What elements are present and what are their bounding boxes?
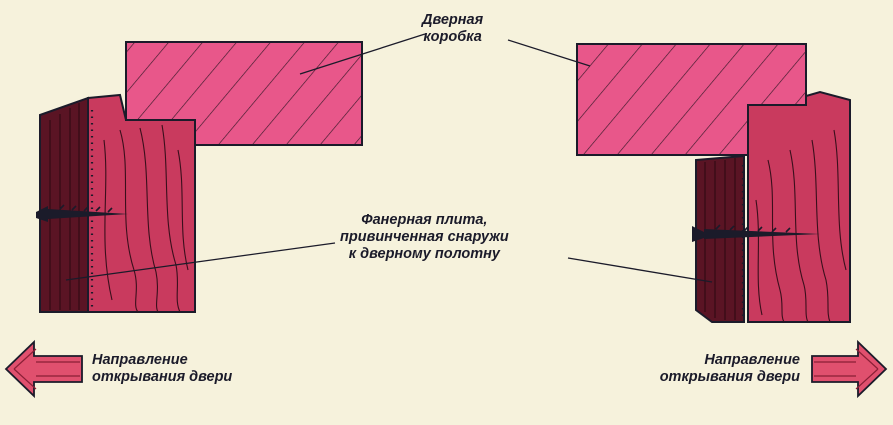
right-door-leaf bbox=[747, 90, 851, 323]
leader-lines bbox=[65, 33, 713, 283]
left-door-grain bbox=[103, 124, 189, 313]
right-door-grain bbox=[755, 129, 847, 323]
label-direction-left: Направление открывания двери bbox=[92, 352, 233, 385]
arrow-left-icon bbox=[4, 339, 83, 399]
label-direction-right: Направление открывания двери bbox=[659, 352, 800, 385]
left-door-leaf bbox=[87, 93, 196, 313]
leader-frame-right bbox=[507, 39, 591, 67]
arrow-right-icon bbox=[811, 339, 888, 399]
leader-frame-left bbox=[299, 33, 426, 75]
right-plywood-plate bbox=[695, 154, 745, 323]
label-door-frame: Дверная коробка bbox=[422, 12, 484, 45]
label-plywood-plate: Фанерная плита, привинченная снаружи к д… bbox=[340, 212, 509, 262]
leader-plywood-left bbox=[65, 242, 336, 281]
screw-icon bbox=[692, 224, 820, 242]
left-assembly bbox=[36, 41, 363, 313]
leader-plywood-right bbox=[567, 257, 713, 283]
screw-icon bbox=[36, 204, 128, 222]
right-assembly bbox=[576, 43, 851, 323]
